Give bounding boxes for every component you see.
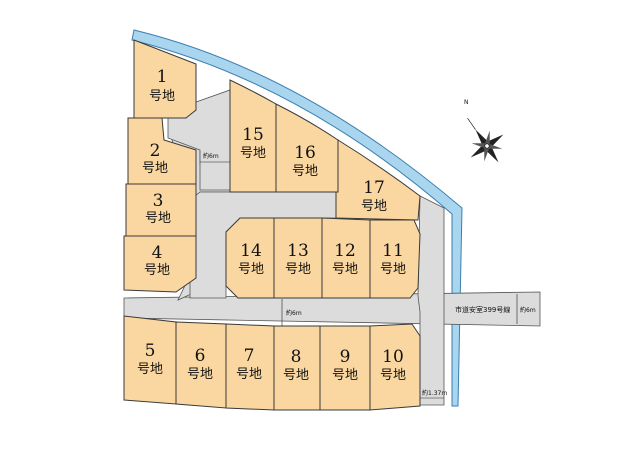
lot-suffix-2: 号地 <box>142 161 168 176</box>
lot-suffix-8: 号地 <box>283 368 309 383</box>
lots <box>123 39 421 411</box>
lot-label-11: 11 <box>382 241 404 261</box>
lot-label-5: 5 <box>145 341 156 361</box>
lot-4 <box>123 235 197 293</box>
lot-suffix-17: 号地 <box>361 199 387 214</box>
lot-suffix-7: 号地 <box>236 367 262 382</box>
svg-text:約6m: 約6m <box>203 152 219 160</box>
lot-14 <box>225 217 275 299</box>
lot-label-6: 6 <box>195 346 206 366</box>
east-road <box>417 195 445 406</box>
lot-suffix-3: 号地 <box>145 211 171 226</box>
svg-text:約6m: 約6m <box>520 306 536 314</box>
lot-suffix-12: 号地 <box>332 262 358 277</box>
lot-suffix-15: 号地 <box>240 146 266 161</box>
road-name-label: 市道安室399号線 <box>455 305 510 314</box>
lot-label-2: 2 <box>150 141 161 161</box>
lot-suffix-4: 号地 <box>144 263 170 278</box>
dimension-east-road: 約6m <box>516 294 536 324</box>
compass-rose-icon <box>467 117 504 163</box>
lot-label-3: 3 <box>153 191 164 211</box>
lot-label-9: 9 <box>340 347 351 367</box>
lot-suffix-13: 号地 <box>285 262 311 277</box>
lot-label-15: 15 <box>242 125 264 145</box>
water-channel <box>131 29 463 407</box>
lot-label-7: 7 <box>244 346 255 366</box>
lot-label-14: 14 <box>240 241 262 261</box>
lot-17 <box>335 139 421 221</box>
svg-text:約1.37m: 約1.37m <box>422 389 447 397</box>
dimension-main-road: 約6m <box>281 299 302 326</box>
lot-label-17: 17 <box>363 178 385 198</box>
lot-label-12: 12 <box>334 241 356 261</box>
lot-label-13: 13 <box>287 241 309 261</box>
lot-labels: 1 号地 2 号地 3 号地 4 号地 5 号地 6 号地 7 号地 8 号地 … <box>137 67 406 383</box>
lot-suffix-5: 号地 <box>137 362 163 377</box>
lot-label-1: 1 <box>157 67 168 87</box>
compass-north-label: N <box>464 99 469 106</box>
lot-label-8: 8 <box>291 347 302 367</box>
lot-1 <box>133 39 197 119</box>
lot-suffix-11: 号地 <box>380 262 406 277</box>
lot-label-10: 10 <box>382 347 404 367</box>
lot-suffix-14: 号地 <box>238 262 264 277</box>
lot-suffix-9: 号地 <box>332 368 358 383</box>
lot-label-4: 4 <box>152 243 163 263</box>
dimension-internal-road: 約6m <box>200 152 230 163</box>
svg-text:約6m: 約6m <box>286 309 302 317</box>
lot-suffix-1: 号地 <box>149 89 175 104</box>
lot-label-16: 16 <box>294 143 316 163</box>
lot-10 <box>369 323 421 411</box>
lot-suffix-10: 号地 <box>380 368 406 383</box>
lot-suffix-6: 号地 <box>187 367 213 382</box>
lot-suffix-16: 号地 <box>292 164 318 179</box>
dimension-strip: 約1.37m <box>420 389 447 399</box>
